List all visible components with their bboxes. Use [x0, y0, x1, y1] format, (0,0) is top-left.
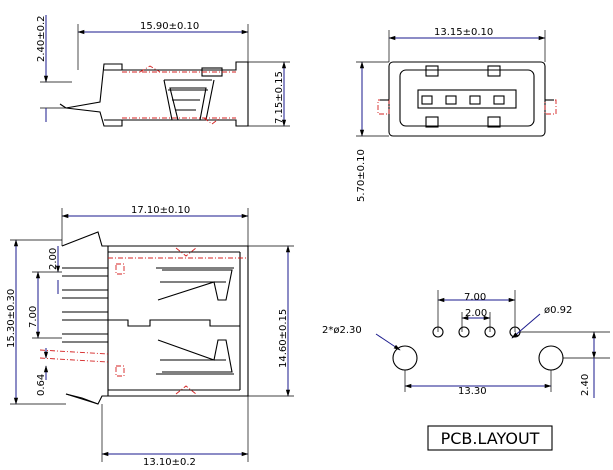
- top-view-length-dimension: 15.90±0.10: [77, 21, 249, 70]
- top-view-height-dimension: 7.15±0.15: [248, 61, 290, 127]
- pcb-pin-hole-label: ø0.92: [544, 305, 572, 316]
- top-view: 15.90±0.10 2.40±0.2: [36, 15, 290, 127]
- pcb-pin-holes: [432, 326, 521, 338]
- side-pitch-label: 2.00: [48, 248, 59, 270]
- pcb-offset-label: 2.40: [580, 374, 591, 396]
- pcb-layout-title-box: PCB.LAYOUT: [427, 425, 553, 451]
- pcb-pin-hole-callout: ø0.92: [511, 305, 572, 339]
- side-view: 17.10±0.10: [6, 205, 294, 468]
- end-view-height-dimension: 5.70±0.10: [356, 61, 389, 202]
- pcb-pin-hole: [484, 326, 496, 338]
- side-view-left-dimensions: 15.30±0.30 7.00 2.00 0.64: [6, 239, 66, 405]
- side-pin-label: 0.64: [36, 374, 47, 396]
- pcb-pin-hole: [432, 326, 444, 338]
- side-view-body: [39, 231, 249, 405]
- top-height-label: 7.15±0.15: [274, 71, 285, 124]
- end-view: 13.15±0.10: [356, 27, 557, 202]
- end-height-label: 5.70±0.10: [356, 149, 367, 202]
- side-total-label: 15.30±0.30: [6, 289, 17, 348]
- pcb-pin-pitch-dimension: 2.00: [461, 308, 491, 332]
- pcb-big-span-label: 13.30: [458, 386, 487, 397]
- pcb-layout: 7.00 2.00 ø0.92 2*ø2.30: [322, 290, 610, 451]
- pcb-mount-hole-callout: 2*ø2.30: [322, 325, 401, 351]
- side-view-bottom-length-dimension: 13.10±0.2: [101, 396, 249, 468]
- pcb-mount-hole: [538, 345, 564, 371]
- top-offset-label: 2.40±0.2: [36, 15, 47, 62]
- end-width-label: 13.15±0.10: [434, 27, 493, 38]
- pcb-mount-holes: [392, 345, 564, 371]
- pcb-pin-span-dimension: 7.00: [437, 290, 516, 332]
- side-span-label: 7.00: [28, 306, 39, 328]
- pcb-big-hole-label: 2*ø2.30: [322, 325, 362, 336]
- pcb-mount-hole: [392, 345, 418, 371]
- side-length-top-label: 17.10±0.10: [131, 205, 190, 216]
- top-view-offset-dimension: 2.40±0.2: [36, 15, 72, 122]
- top-view-body: [59, 61, 249, 127]
- side-view-top-length-dimension: 17.10±0.10: [61, 205, 249, 246]
- pcb-offset-dimension: 2.40: [520, 331, 610, 398]
- side-width-label: 14.60±0.15: [278, 309, 289, 368]
- end-view-body: [377, 61, 557, 137]
- pcb-pin-hole: [458, 326, 470, 338]
- pcb-pin-span-label: 7.00: [464, 292, 486, 303]
- side-length-bottom-label: 13.10±0.2: [143, 457, 196, 468]
- pcb-mount-span-dimension: 13.30: [404, 370, 552, 397]
- end-view-width-dimension: 13.15±0.10: [388, 27, 546, 62]
- top-length-label: 15.90±0.10: [140, 21, 199, 32]
- pcb-pin-pitch-label: 2.00: [465, 308, 487, 319]
- pcb-layout-title: PCB.LAYOUT: [441, 429, 540, 448]
- side-view-width-dimension: 14.60±0.15: [248, 245, 294, 397]
